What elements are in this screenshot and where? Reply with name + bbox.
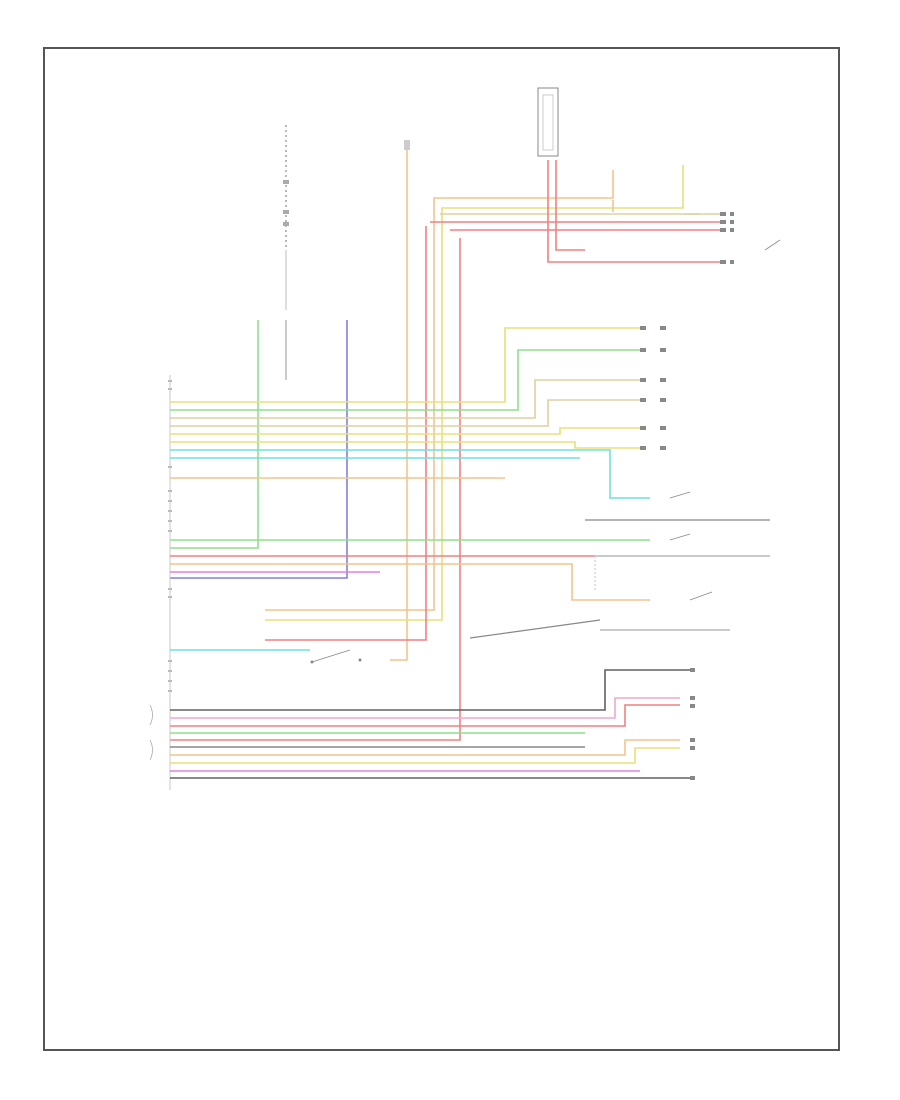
wire-blue-vertical [170,320,348,579]
wire-orange-vertical [390,140,408,661]
bottom-harness [170,669,690,779]
fuse-block [537,87,559,157]
top-left-connector [283,125,289,310]
left-brackets [149,704,153,761]
wire-green-vertical [170,320,259,549]
harness-wires [170,327,650,651]
connector-pins [168,380,172,692]
lower-switch [290,649,362,664]
top-harness [170,160,720,741]
bottom-right-grounds [690,668,695,780]
gray-wires [469,519,770,639]
right-components [640,326,713,601]
top-right-connector [720,212,781,264]
